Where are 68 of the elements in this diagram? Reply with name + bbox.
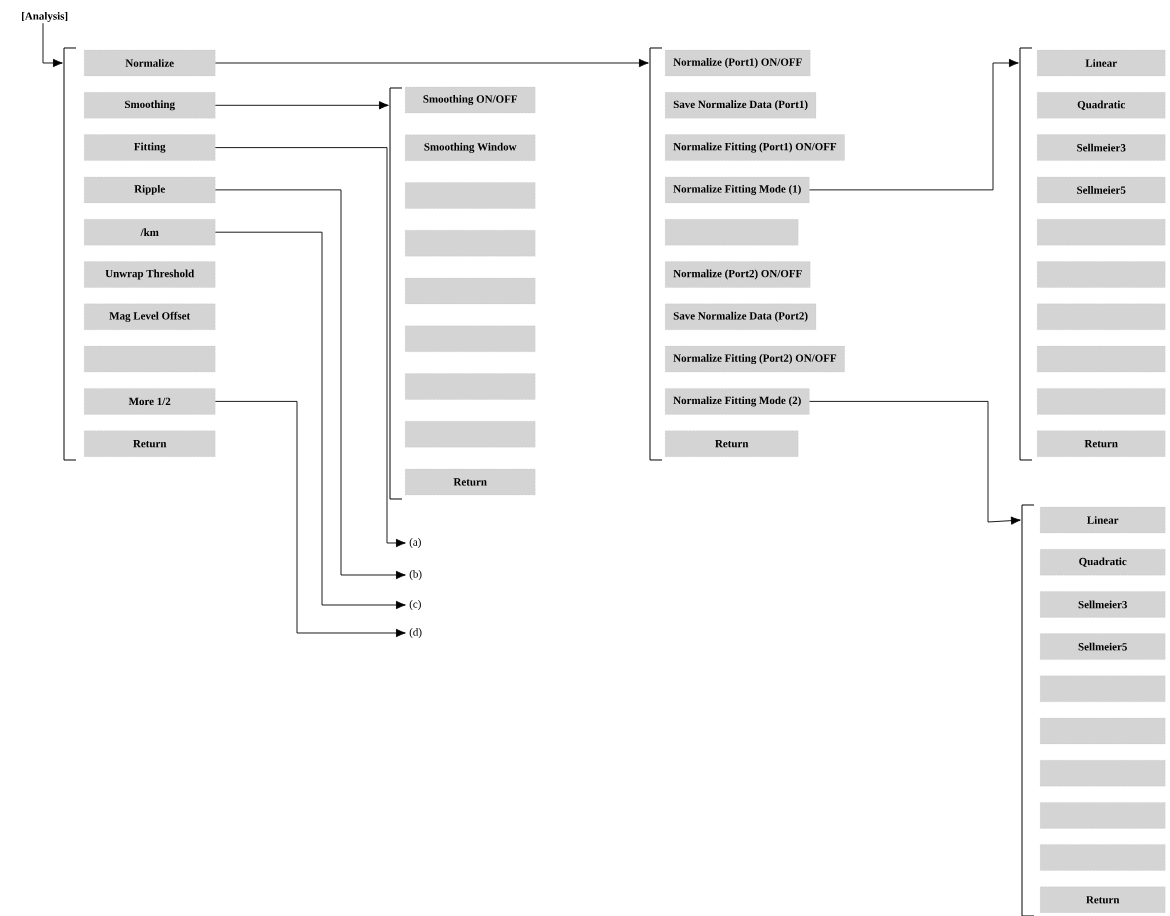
arrow — [809, 400, 1021, 525]
blank-softkey — [1037, 303, 1166, 330]
softkey: Normalize Fitting (Port2) ON/OFF — [665, 345, 845, 373]
menu-bracket — [63, 47, 77, 461]
softkey: Return — [1037, 430, 1166, 457]
softkey: Return — [665, 430, 799, 457]
softkey: Sellmeier3 — [1037, 134, 1166, 161]
blank-softkey — [1040, 802, 1166, 829]
softkey: More 1/2 — [84, 388, 216, 415]
arrow — [809, 58, 1019, 191]
softkey: Unwrap Threshold — [84, 261, 216, 288]
arrow — [42, 22, 63, 68]
softkey: Smoothing ON/OFF — [405, 86, 536, 114]
blank-softkey — [1037, 388, 1166, 415]
arrow — [214, 58, 649, 68]
blank-softkey — [1040, 844, 1166, 871]
reference-label: (d) — [409, 628, 422, 638]
softkey: Normalize (Port2) ON/OFF — [665, 261, 811, 288]
softkey: Return — [84, 430, 216, 457]
blank-softkey — [1040, 675, 1166, 702]
softkey: Save Normalize Data (Port2) — [665, 303, 817, 330]
softkey: Sellmeier5 — [1040, 633, 1166, 660]
softkey: Smoothing — [84, 92, 216, 119]
softkey: Sellmeier3 — [1040, 591, 1166, 618]
blank-softkey — [405, 182, 536, 209]
arrow — [214, 231, 406, 610]
reference-label: (a) — [409, 538, 421, 548]
softkey: Normalize (Port1) ON/OFF — [665, 49, 811, 77]
softkey: Normalize — [84, 49, 216, 77]
softkey: Linear — [1040, 506, 1166, 534]
softkey: Smoothing Window — [405, 134, 536, 161]
softkey: Linear — [1037, 49, 1166, 77]
blank-softkey — [1037, 219, 1166, 246]
blank-softkey — [1037, 345, 1166, 373]
menu-bracket — [1019, 47, 1033, 461]
blank-softkey — [665, 219, 799, 246]
arrow — [214, 189, 406, 580]
arrow — [214, 400, 406, 638]
menu-title: [Analysis] — [22, 12, 68, 22]
softkey: Return — [405, 468, 536, 496]
softkey: /km — [84, 219, 216, 246]
blank-softkey — [84, 345, 216, 373]
softkey: Fitting — [84, 134, 216, 161]
arrow — [214, 147, 406, 548]
softkey: Save Normalize Data (Port1) — [665, 92, 817, 119]
softkey: Normalize Fitting Mode (1) — [665, 176, 810, 204]
menu-bracket — [389, 87, 403, 500]
softkey: Quadratic — [1037, 92, 1166, 119]
reference-label: (c) — [409, 600, 421, 610]
softkey: Return — [1040, 886, 1166, 913]
blank-softkey — [1037, 261, 1166, 288]
softkey: Mag Level Offset — [84, 303, 216, 330]
reference-label: (b) — [409, 570, 422, 580]
arrow — [214, 101, 389, 110]
blank-softkey — [405, 325, 536, 352]
blank-softkey — [405, 421, 536, 448]
softkey: Quadratic — [1040, 549, 1166, 576]
menu-bracket — [1021, 504, 1035, 916]
menu-bracket — [649, 47, 663, 461]
blank-softkey — [405, 277, 536, 305]
softkey: Normalize Fitting (Port1) ON/OFF — [665, 134, 845, 161]
blank-softkey — [1040, 717, 1166, 745]
softkey: Ripple — [84, 176, 216, 204]
blank-softkey — [405, 230, 536, 257]
softkey: Normalize Fitting Mode (2) — [665, 388, 810, 415]
blank-softkey — [405, 373, 536, 400]
softkey: Sellmeier5 — [1037, 176, 1166, 204]
blank-softkey — [1040, 760, 1166, 787]
